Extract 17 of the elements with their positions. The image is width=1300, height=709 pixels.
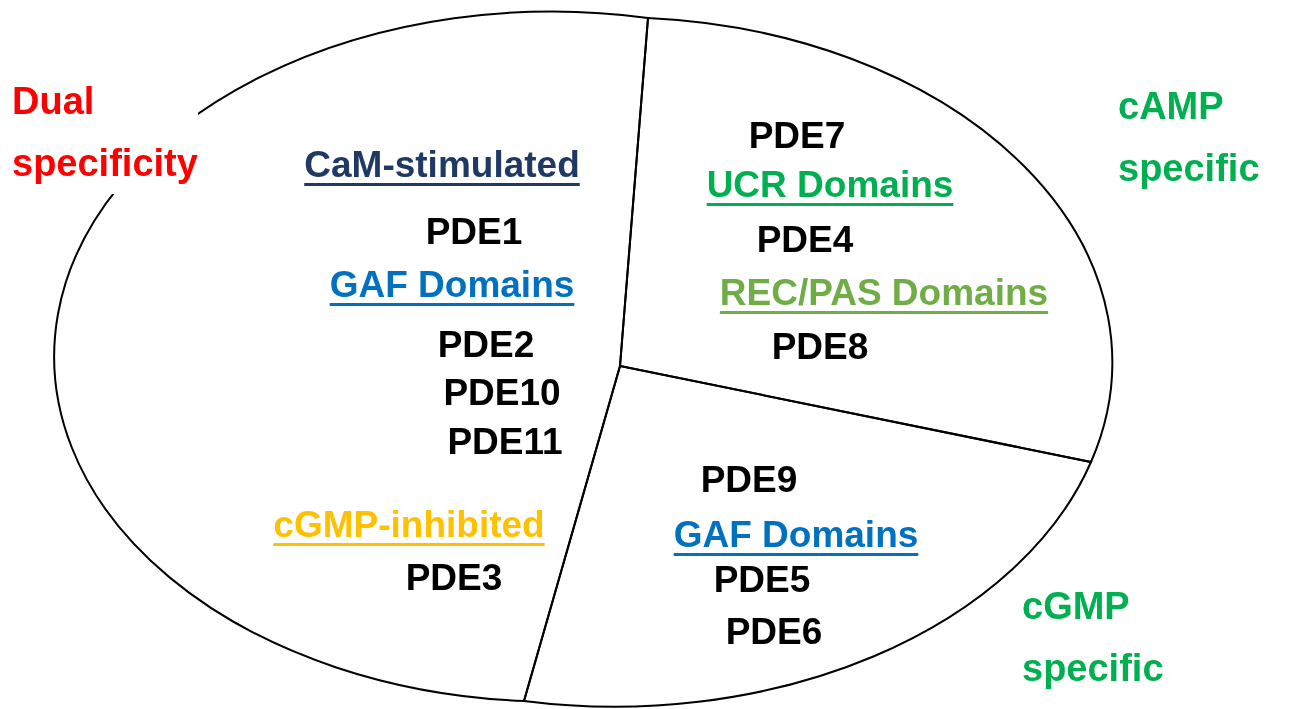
enzyme-label: PDE1 (425, 211, 523, 253)
enzyme-label: PDE9 (700, 459, 798, 501)
enzyme-label: PDE5 (713, 559, 811, 601)
enzyme-label: PDE4 (756, 219, 854, 261)
domain-heading: GAF Domains (673, 514, 919, 556)
enzyme-label: PDE7 (748, 115, 846, 157)
domain-heading: GAF Domains (329, 264, 575, 306)
enzyme-label: PDE10 (443, 372, 561, 414)
enzyme-label: PDE3 (405, 557, 503, 599)
enzyme-label: PDE6 (725, 611, 823, 653)
domain-heading: UCR Domains (706, 164, 954, 206)
domain-heading: cGMP-inhibited (273, 504, 545, 546)
enzyme-label: PDE8 (771, 326, 869, 368)
domain-heading: CaM-stimulated (304, 144, 580, 186)
enzyme-label: PDE2 (437, 324, 535, 366)
enzyme-label: PDE11 (447, 421, 563, 463)
domain-heading: REC/PAS Domains (719, 272, 1049, 314)
